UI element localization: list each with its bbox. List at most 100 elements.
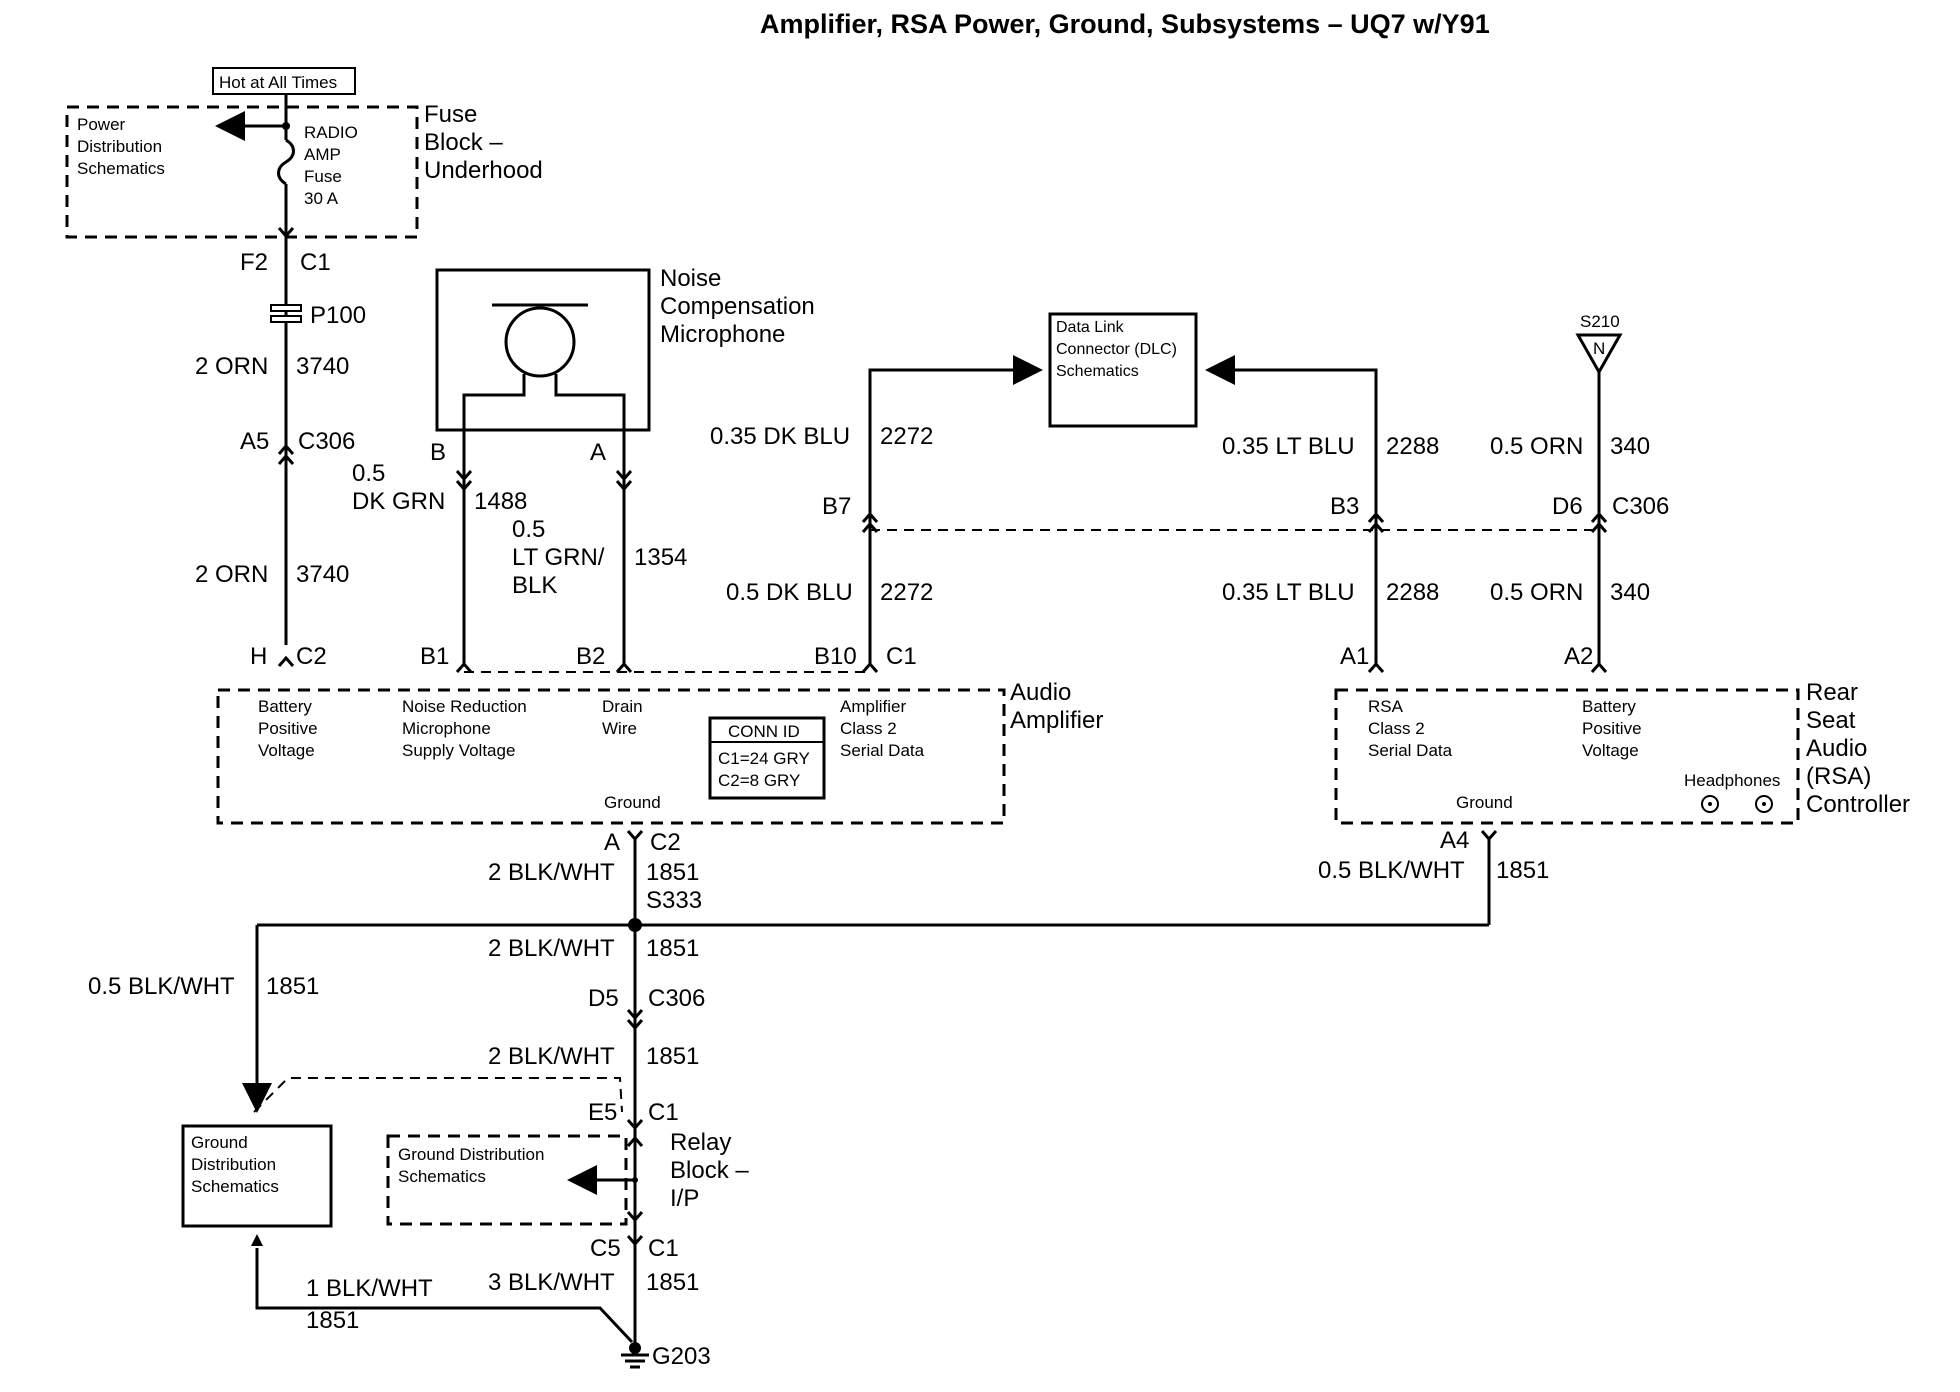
rsa-name2: Seat <box>1806 707 1856 734</box>
fuse-block-name1: Fuse <box>424 101 477 128</box>
ground-g203-label: G203 <box>652 1343 711 1370</box>
lower-right-circuit: 340 <box>1610 579 1650 606</box>
fuse-line3: Fuse <box>304 167 342 186</box>
mic-a-gauge1: 0.5 <box>512 516 545 543</box>
ground-path: A C2 2 BLK/WHT 1851 S333 2 BLK/WHT 1851 … <box>88 829 1491 1370</box>
rsa-name4: (RSA) <box>1806 763 1871 790</box>
ground-dist-box <box>181 1124 333 1228</box>
ground-w2-circuit: 1851 <box>646 935 699 962</box>
battery-lower-gauge: 2 ORN <box>195 561 268 588</box>
battery-upper-circuit: 3740 <box>296 353 349 380</box>
ground-left-gauge: 0.5 BLK/WHT <box>88 973 235 1000</box>
amp-drain-line1: Drain <box>602 697 643 716</box>
dlc-line2: Connector (DLC) <box>1056 341 1177 358</box>
amplifier-name1: Audio <box>1010 679 1071 706</box>
c306-right-gauge: 0.5 ORN <box>1490 433 1583 460</box>
battery-upper-gauge: 2 ORN <box>195 353 268 380</box>
amp-pin-b1: B1 <box>420 643 449 670</box>
audio-amplifier: H C2 B1 B2 B10 C1 Battery Positive Volta… <box>216 643 1103 825</box>
ground-c5-pin: C5 <box>590 1235 621 1262</box>
amp-drain-line2: Wire <box>602 719 637 738</box>
fuse-conn: C1 <box>300 249 331 276</box>
fuse-line2: AMP <box>304 145 341 164</box>
dlc-line1: Data Link <box>1056 319 1125 336</box>
ground-splice-label: S333 <box>646 887 702 914</box>
ground-amp-conn: C2 <box>650 829 681 856</box>
rsa-pin-a2: A2 <box>1564 643 1593 670</box>
ground-dist-line2: Distribution <box>191 1155 276 1174</box>
battery-pin-a5: A5 <box>240 428 269 455</box>
amp-pin-b10: B10 <box>814 643 857 670</box>
mic-b-circuit: 1488 <box>474 488 527 515</box>
power-dist-line1: Power <box>77 115 126 134</box>
mic-a-gauge3: BLK <box>512 572 557 599</box>
rsa-serial-line3: Serial Data <box>1368 741 1453 760</box>
ground-w1-gauge: 2 BLK/WHT <box>488 859 615 886</box>
fuse-block-name2: Block – <box>424 129 503 156</box>
lower-mid-circuit: 2288 <box>1386 579 1439 606</box>
rsa-ground-label: Ground <box>1456 793 1513 812</box>
battery-wire: F2 C1 P100 2 ORN 3740 A5 C306 2 ORN 3740 <box>195 236 366 667</box>
ground-e5-pin: E5 <box>588 1099 617 1126</box>
amp-battery-line1: Battery <box>258 697 312 716</box>
rsa-name1: Rear <box>1806 679 1858 706</box>
amp-pin-c1: C1 <box>886 643 917 670</box>
amp-battery-line2: Positive <box>258 719 318 738</box>
relay-name2: Block – <box>670 1157 749 1184</box>
conn-id-title: CONN ID <box>728 722 800 741</box>
relay-name3: I/P <box>670 1185 699 1212</box>
mic-pin-a: A <box>590 439 606 466</box>
ground-bottom-circuit: 1851 <box>306 1307 359 1334</box>
conn-id-line2: C2=8 GRY <box>718 771 800 790</box>
ground-w2-gauge: 2 BLK/WHT <box>488 935 615 962</box>
rsa-battery-line1: Battery <box>1582 697 1636 716</box>
conn-id-box <box>708 716 826 800</box>
fuse-icon <box>277 138 295 186</box>
battery-lower-circuit: 3740 <box>296 561 349 588</box>
fuse-pin: F2 <box>240 249 268 276</box>
amp-noise-line3: Supply Voltage <box>402 741 515 760</box>
conn-id-line1: C1=24 GRY <box>718 749 810 768</box>
ground-w1-circuit: 1851 <box>646 859 699 886</box>
page-title: Amplifier, RSA Power, Ground, Subsystems… <box>760 9 1490 39</box>
rsa-serial-line1: RSA <box>1368 697 1404 716</box>
fuse-line4: 30 A <box>304 189 339 208</box>
lower-mid-gauge: 0.35 LT BLU <box>1222 579 1355 606</box>
mic-a-circuit: 1354 <box>634 544 687 571</box>
ground-c5-conn: C1 <box>648 1235 679 1262</box>
microphone-box <box>435 268 651 432</box>
ground-e5-conn: C1 <box>648 1099 679 1126</box>
headphone-jack-icon <box>1701 795 1719 813</box>
ground-d5-conn: C306 <box>648 985 705 1012</box>
amp-pin-c2: C2 <box>296 643 327 670</box>
dlc-line3: Schematics <box>1056 363 1139 380</box>
microphone-name3: Microphone <box>660 321 785 348</box>
amp-pin-b2: B2 <box>576 643 605 670</box>
c306-left-circuit: 2272 <box>880 423 933 450</box>
s210-splice: S210 N <box>1575 312 1623 664</box>
microphone-icon <box>504 306 576 378</box>
mic-a-gauge2: LT GRN/ <box>512 544 605 571</box>
ground-w4-gauge: 3 BLK/WHT <box>488 1269 615 1296</box>
dlc-box <box>1048 312 1198 428</box>
amp-noise-line1: Noise Reduction <box>402 697 527 716</box>
amp-serial-line3: Serial Data <box>840 741 925 760</box>
ground-bottom-gauge: 1 BLK/WHT <box>306 1275 433 1302</box>
p100-connector-icon <box>270 304 302 312</box>
c306-left-pin: B7 <box>822 493 851 520</box>
c306-mid-gauge: 0.35 LT BLU <box>1222 433 1355 460</box>
rsa-ground-circuit: 1851 <box>1496 857 1549 884</box>
rsa-battery-line2: Positive <box>1582 719 1642 738</box>
amplifier-outline <box>216 688 1006 825</box>
rsa-ground-gauge: 0.5 BLK/WHT <box>1318 857 1465 884</box>
ground-d5-pin: D5 <box>588 985 619 1012</box>
rsa-pin-a4: A4 <box>1440 827 1469 854</box>
amp-ground-label: Ground <box>604 793 661 812</box>
dlc-arrow-right-icon <box>1205 355 1378 664</box>
lower-left-gauge: 0.5 DK BLU <box>726 579 853 606</box>
s210-label: S210 <box>1580 312 1620 331</box>
fuse-line1: RADIO <box>304 123 358 142</box>
rsa-pin-a1: A1 <box>1340 643 1369 670</box>
mic-pin-b: B <box>430 439 446 466</box>
